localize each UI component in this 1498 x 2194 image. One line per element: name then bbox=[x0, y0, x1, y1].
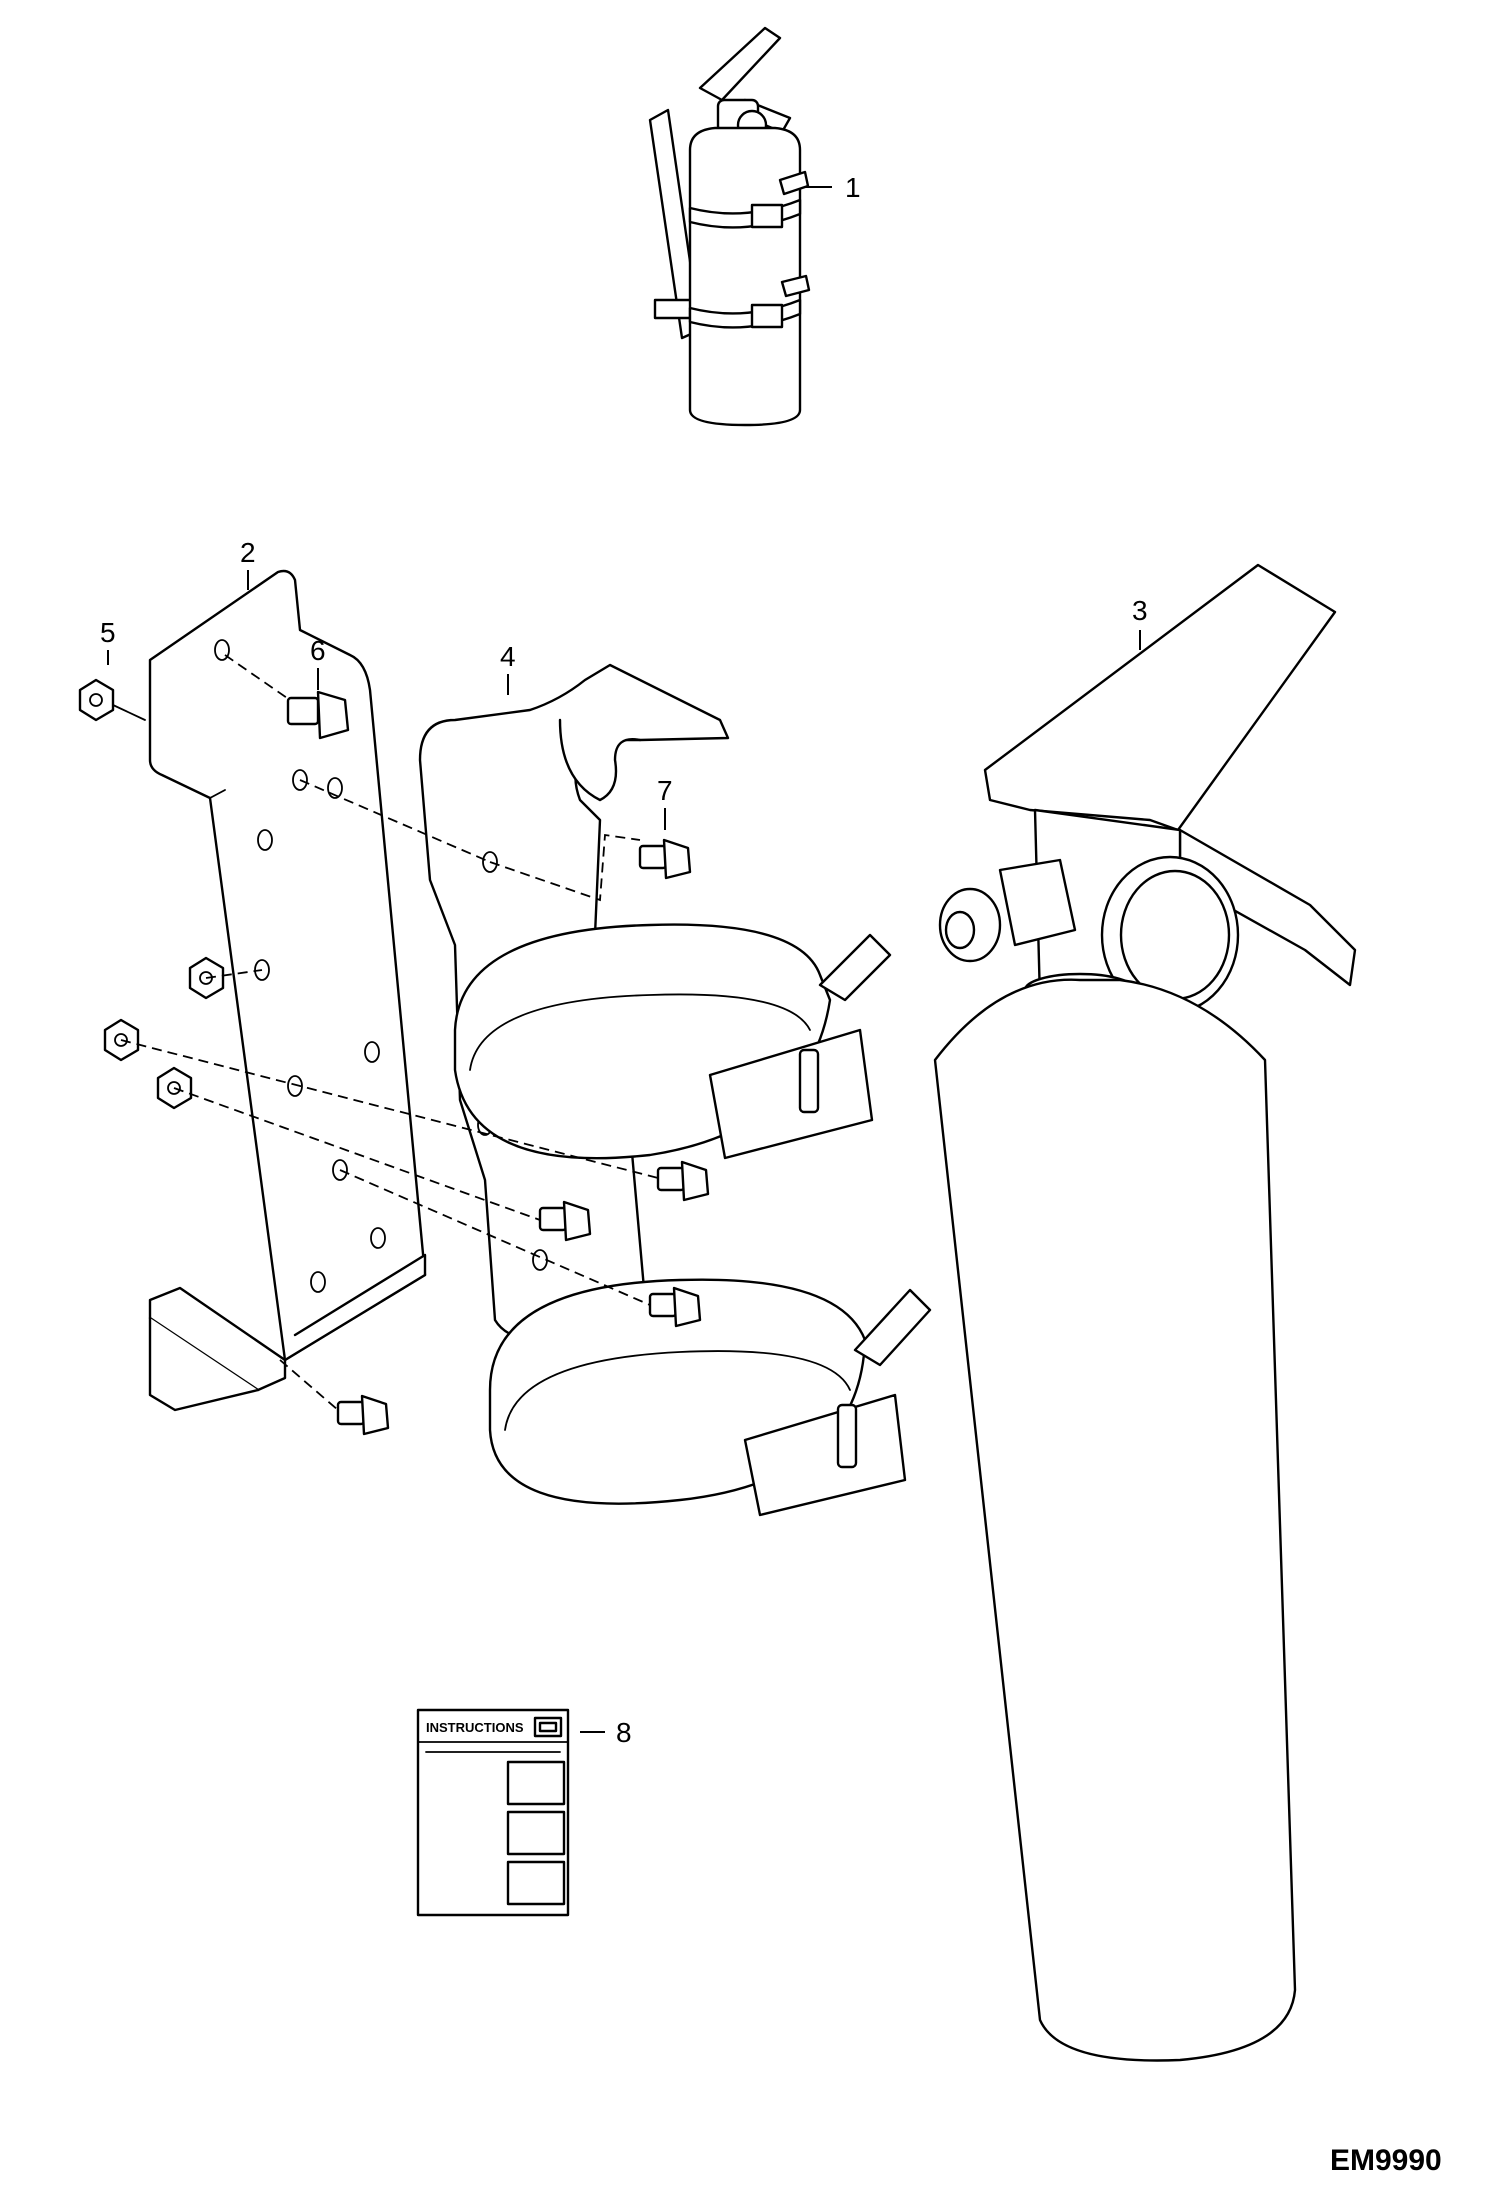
mounting-bracket bbox=[148, 569, 427, 1412]
fire-extinguisher bbox=[933, 563, 1357, 2062]
callout-4: 4 bbox=[500, 641, 516, 672]
callout-6: 6 bbox=[310, 635, 326, 666]
assembly-lines bbox=[120, 654, 659, 1411]
bolts bbox=[286, 668, 710, 1436]
nut bbox=[78, 678, 115, 722]
callout-1: 1 bbox=[845, 172, 861, 203]
nuts bbox=[78, 650, 225, 1110]
extinguisher-holder bbox=[418, 663, 932, 1517]
decal-heading: INSTRUCTIONS bbox=[426, 1720, 524, 1735]
callout-5: 5 bbox=[100, 617, 116, 648]
bolt bbox=[336, 1394, 390, 1436]
bolt bbox=[648, 1286, 702, 1328]
callout-8: 8 bbox=[616, 1717, 632, 1748]
bolt bbox=[638, 838, 692, 880]
bolt bbox=[538, 1200, 592, 1242]
callouts: 1 2 3 4 5 6 7 8 bbox=[100, 172, 1148, 1748]
callout-3: 3 bbox=[1132, 595, 1148, 626]
callout-7: 7 bbox=[657, 775, 673, 806]
assembly-thumbnail bbox=[648, 26, 832, 427]
bolt bbox=[286, 690, 350, 740]
figure-id: EM9990 bbox=[1330, 2144, 1442, 2177]
instruction-decal: INSTRUCTIONS bbox=[416, 1708, 605, 1917]
callout-2: 2 bbox=[240, 537, 256, 568]
bolt bbox=[656, 1160, 710, 1202]
